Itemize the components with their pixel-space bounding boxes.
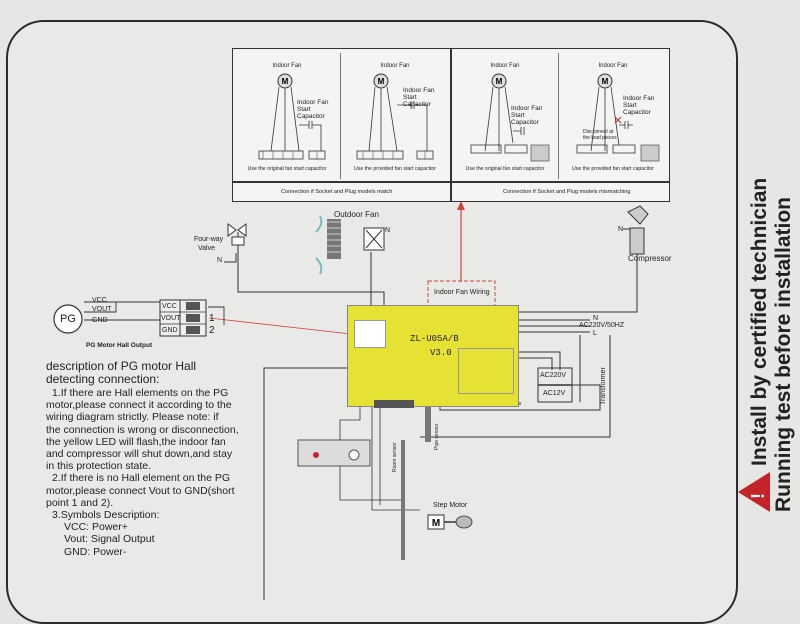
description-line: motor,please connect it according to the bbox=[46, 399, 232, 412]
capacitor-label: Indoor Fan Start Capacitor bbox=[297, 99, 329, 120]
motor-symbol: M bbox=[282, 77, 289, 86]
description-line: Vout: Signal Output bbox=[64, 533, 155, 546]
description-line: point 1 and 2). bbox=[46, 496, 114, 509]
sub-diagram-caption: Use the provided fan start capacitor bbox=[572, 166, 654, 172]
fan-wiring-drawing: M bbox=[258, 73, 326, 160]
sub-diagram-3: Indoor Fan M Indoor Fan Start Capacitor … bbox=[455, 55, 555, 179]
wiring-diagram: M ! bbox=[53, 201, 770, 600]
outdoor-fan-label: Outdoor Fan bbox=[334, 210, 379, 219]
sub-diagram-caption: Use the provided fan start capacitor bbox=[354, 166, 436, 172]
sub-diagram-title: Indoor Fan bbox=[272, 63, 302, 69]
four-way-label: Four-way bbox=[194, 236, 224, 243]
sub-diagram-2: Indoor Fan M Indoor Fan Start Capacitor … bbox=[345, 55, 445, 179]
vcc-pin-label: VCC bbox=[162, 303, 177, 310]
description-line: and compressor will shut down,and stay bbox=[46, 448, 233, 461]
description-line: the yellow LED will flash,the indoor fan bbox=[46, 435, 226, 448]
capacitor-label: Indoor Fan Start Capacitor bbox=[403, 87, 435, 108]
description-line: 3.Symbols Description: bbox=[52, 509, 160, 522]
fan-wiring-drawing: M bbox=[356, 73, 434, 160]
pg-motor-symbol: PG bbox=[60, 313, 76, 325]
motor-symbol: M bbox=[496, 77, 503, 86]
sub-diagram-title: Indoor Fan bbox=[380, 63, 410, 69]
manual-page: Indoor Fan M Indoor Fan Start Capacitor … bbox=[6, 20, 795, 624]
description-line: wiring diagram strictly. Please note: if bbox=[46, 411, 219, 424]
ac220-label: AC220V bbox=[540, 372, 567, 379]
sub-diagram-caption: Use the original fan start capacitor bbox=[465, 166, 545, 172]
gnd-pin-label: GND bbox=[162, 327, 178, 334]
n-label-supply: N bbox=[593, 315, 599, 322]
sub-diagram-caption: Use the original fan start capacitor bbox=[247, 166, 327, 172]
description-line: GND: Power- bbox=[64, 545, 127, 558]
svg-text:!: ! bbox=[748, 493, 768, 499]
description-line: motor,please connect Vout to GND(short bbox=[46, 484, 235, 497]
description-line: in this protection state. bbox=[46, 460, 152, 473]
pin-2-label: 2 bbox=[209, 325, 215, 336]
valve-label: Valve bbox=[198, 245, 215, 252]
board-model: ZL-U05A/B bbox=[410, 334, 459, 344]
panel-caption-match: Connection if Socket and Plug models mat… bbox=[281, 189, 393, 195]
capacitor-label: Indoor Fan Start Capacitor bbox=[623, 95, 655, 116]
gnd-wire-label: GND bbox=[92, 317, 108, 324]
panel-caption-mismatch: Connection if Socket and Plug models mis… bbox=[503, 189, 631, 195]
sub-diagram-4: Indoor Fan M Indoor Fan Start Capacitor … bbox=[563, 55, 663, 179]
motor-symbol: M bbox=[378, 77, 385, 86]
ac12-label: AC12V bbox=[543, 390, 566, 397]
vout-wire-label: VOUT bbox=[92, 306, 112, 313]
motor-symbol: M bbox=[602, 77, 609, 86]
sub-diagram-title: Indoor Fan bbox=[490, 63, 520, 69]
control-board: ZL-U05A/B V3.0 bbox=[347, 305, 519, 408]
indoor-fan-wiring-label: Indoor Fan Wiring bbox=[434, 289, 490, 296]
vout-pin-label: VOUT bbox=[161, 315, 181, 322]
side-text-running-test: Running test before installation bbox=[772, 196, 795, 512]
side-text-install: Install by certified technician bbox=[748, 177, 771, 466]
description-title: description of PG motor Hall detecting c… bbox=[46, 359, 197, 386]
vcc-wire-label: VCC bbox=[92, 297, 107, 304]
l-label-supply: L bbox=[593, 330, 597, 337]
disconnect-note: Disconnect at the lead pieces bbox=[583, 129, 617, 141]
description-line: 1.If there are Hall elements on the PG bbox=[52, 387, 229, 399]
compressor-label: Compressor bbox=[628, 254, 672, 263]
ac-supply-label: AC220V/50HZ bbox=[579, 322, 625, 329]
description-line: 2.If there is no Hall element on the PG bbox=[52, 472, 231, 485]
fan-wiring-drawing: M bbox=[470, 73, 550, 162]
room-sensor-label: Room sensor bbox=[392, 442, 398, 472]
board-version: V3.0 bbox=[430, 348, 452, 358]
pg-output-caption: PG Motor Hall Output bbox=[86, 342, 153, 349]
capacitor-label: Indoor Fan Start Capacitor bbox=[511, 105, 543, 126]
step-motor-label: Step Motor bbox=[433, 502, 468, 509]
n-label-valve: N bbox=[217, 257, 223, 264]
indoor-fan-connection-panel: Indoor Fan M Indoor Fan Start Capacitor … bbox=[232, 48, 670, 202]
description-line: the connection is wrong or disconnection… bbox=[46, 423, 239, 436]
n-label-compressor: N bbox=[618, 226, 624, 233]
fan-wiring-drawing: M bbox=[576, 73, 660, 162]
n-label-fan: N bbox=[385, 227, 391, 234]
description-line: VCC: Power+ bbox=[64, 521, 128, 534]
sub-diagram-1: Indoor Fan M Indoor Fan Start Capacitor … bbox=[237, 55, 337, 179]
pipe-sensor-label: Pipe sensor bbox=[434, 423, 440, 450]
transformer-label: Transformer bbox=[600, 367, 607, 405]
pg-description: description of PG motor Hall detecting c… bbox=[46, 360, 246, 558]
sub-diagram-title: Indoor Fan bbox=[598, 63, 628, 69]
pin-1-label: 1 bbox=[209, 313, 215, 324]
step-motor-symbol: M bbox=[432, 518, 440, 529]
